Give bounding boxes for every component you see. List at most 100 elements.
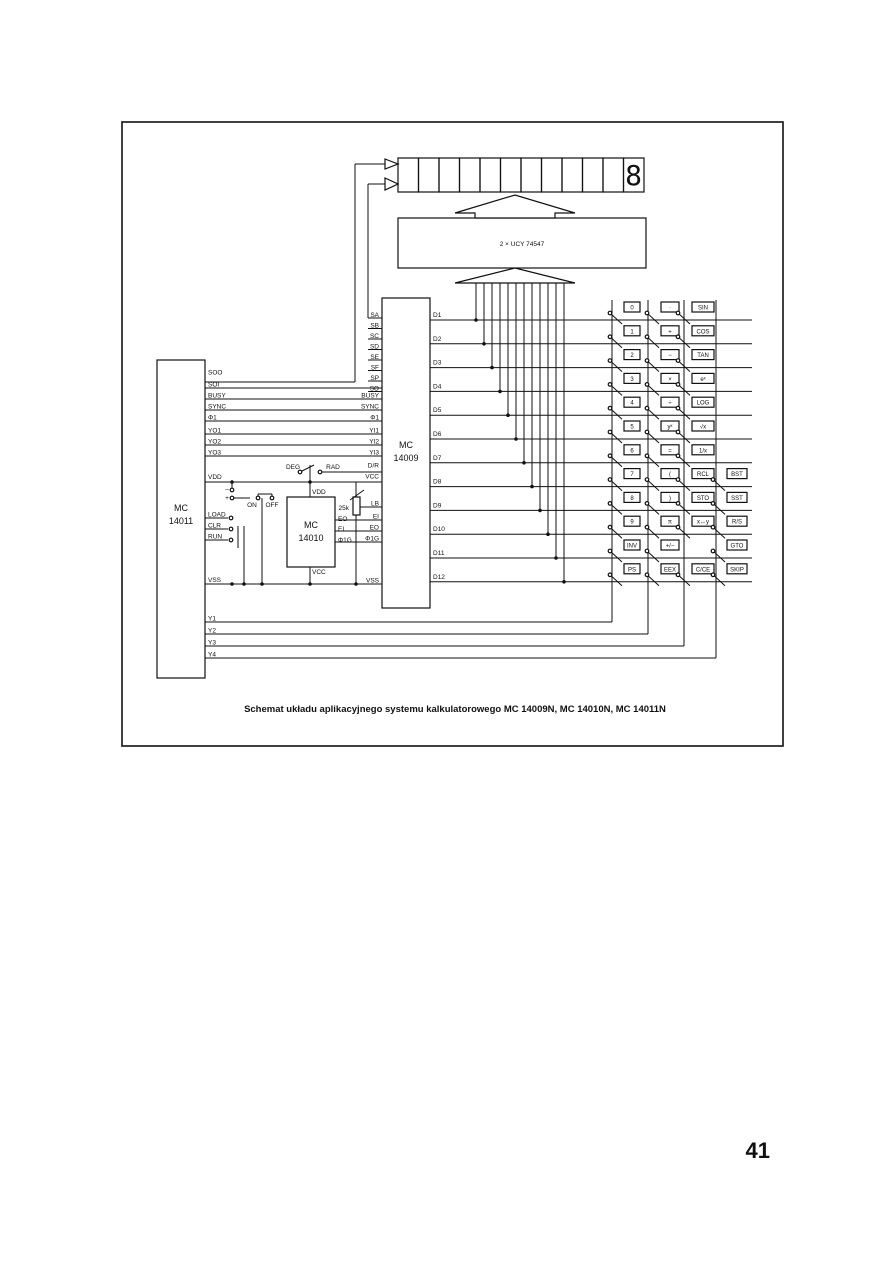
- control-input-load: LOAD: [208, 512, 226, 519]
- key-skip-box: [726, 563, 748, 575]
- key-switch-diagonal: [646, 312, 660, 325]
- junction-dot: [308, 480, 312, 484]
- switch-contact: [675, 382, 681, 387]
- switch-contact: [644, 453, 650, 459]
- key-switch-diagonal: [646, 455, 660, 468]
- mc14009-pin-lb: LB: [371, 501, 379, 508]
- key--box: [660, 468, 680, 480]
- key-: ×: [668, 377, 672, 383]
- digit-line-d5: D5: [433, 407, 442, 414]
- switch-contact: [607, 429, 613, 435]
- segment-pin-so: SO: [370, 386, 379, 393]
- key--box: [660, 515, 680, 527]
- chip-mc14010-label-2: 14010: [298, 533, 323, 543]
- key-x: √x: [700, 424, 706, 431]
- key-switch-diagonal: [646, 526, 660, 539]
- switch-contact: [675, 429, 681, 435]
- digit-line-d3: D3: [433, 360, 442, 367]
- key-bst-box: [726, 468, 748, 480]
- display-digit-cell: [540, 157, 563, 193]
- digit-line-d4: D4: [433, 383, 442, 390]
- key-3: 3: [630, 377, 634, 383]
- key--box: [660, 539, 680, 551]
- power-minus: –: [225, 486, 229, 493]
- mc14011-pin-vss: VSS: [208, 577, 222, 584]
- key-0: 0: [630, 306, 634, 312]
- key--box: [660, 372, 680, 384]
- switch-contact: [607, 453, 613, 459]
- switch-contact: [644, 501, 650, 506]
- key-8: 8: [630, 496, 634, 502]
- key-switch-diagonal: [646, 550, 660, 563]
- key-y: yˣ: [668, 425, 673, 431]
- key--box: [660, 349, 680, 361]
- switch-contact: [675, 524, 681, 530]
- switch-contact: [710, 477, 716, 483]
- mc14011-pin-yo2: YO2: [208, 439, 221, 446]
- key-: ·: [669, 306, 671, 312]
- chip-mc14011-label-1: MC: [174, 503, 188, 513]
- y-line-y1: Y1: [208, 616, 216, 623]
- display-digit-cell: [479, 157, 502, 193]
- switch-contact: [255, 495, 261, 501]
- chip-mc14009: [381, 297, 431, 609]
- display-digit-cell: [458, 157, 481, 193]
- switch-contact: [675, 477, 681, 483]
- key-sto: STO: [697, 496, 710, 502]
- mc14009-pin-sync: SYNC: [361, 404, 379, 411]
- display-digit-cell: [417, 157, 440, 193]
- key-cos-box: [691, 325, 715, 337]
- key-1: 1: [630, 329, 634, 335]
- key-: +: [668, 329, 672, 335]
- chip-mc14010: [286, 496, 336, 568]
- switch-label-on: ON: [247, 502, 257, 509]
- key-rcl: RCL: [697, 472, 710, 478]
- chip-mc14009-label-2: 14009: [393, 453, 418, 463]
- switch-contact: [607, 572, 613, 578]
- display-digit-cell: [622, 157, 645, 193]
- chip-mc14010-label-1: MC: [304, 520, 318, 530]
- mc14009-pin-1: Φ1: [370, 415, 379, 422]
- key-1x-box: [691, 444, 715, 456]
- mc14009-pin-yi2: YI2: [369, 439, 379, 446]
- key-switch-diagonal: [646, 479, 660, 491]
- segment-bus-arrow: [384, 177, 400, 191]
- driver-chip-label: 2 × UCY 74547: [500, 241, 545, 248]
- switch-contact: [229, 495, 235, 501]
- digit-line-d9: D9: [433, 502, 442, 509]
- key-rcl-box: [691, 468, 715, 480]
- segment-pin-sb: SB: [370, 323, 379, 330]
- mc14009-pin-yi3: YI3: [369, 450, 379, 457]
- key--box: [660, 444, 680, 456]
- key-switch-diagonal: [646, 407, 660, 420]
- junction-dot: [546, 532, 550, 536]
- key-switch-diagonal: [712, 503, 726, 515]
- key-switch-diagonal: [712, 479, 726, 491]
- display-digit-8: 8: [625, 159, 642, 192]
- key-xy: x↔y: [697, 520, 709, 526]
- switch-contact: [297, 469, 303, 475]
- key--box: [660, 396, 680, 408]
- switch-label-off: OFF: [266, 502, 279, 509]
- key-7-box: [623, 468, 641, 480]
- key-8-box: [623, 491, 641, 503]
- switch-contact: [644, 429, 650, 435]
- switch-contact: [228, 515, 234, 521]
- segment-pin-sc: SC: [370, 333, 379, 340]
- digit-line-d6: D6: [433, 431, 442, 438]
- switch-contact: [607, 358, 613, 364]
- key-sst: SST: [731, 496, 743, 502]
- switch-contact: [675, 501, 681, 506]
- switch-contact: [607, 524, 613, 530]
- y-line-y4: Y4: [208, 652, 216, 659]
- page-number: 41: [746, 1138, 770, 1163]
- key-rs-box: [726, 515, 748, 527]
- mc14009-pin-dr: D/R: [368, 463, 380, 470]
- key-sin-box: [691, 301, 715, 313]
- key-5-box: [623, 420, 641, 432]
- key-eex: EEX: [664, 567, 676, 573]
- display-digit-cell: [397, 157, 420, 193]
- key-9: 9: [630, 520, 634, 526]
- key-3-box: [623, 372, 641, 384]
- mc14009-pin-ei: EI: [373, 514, 379, 521]
